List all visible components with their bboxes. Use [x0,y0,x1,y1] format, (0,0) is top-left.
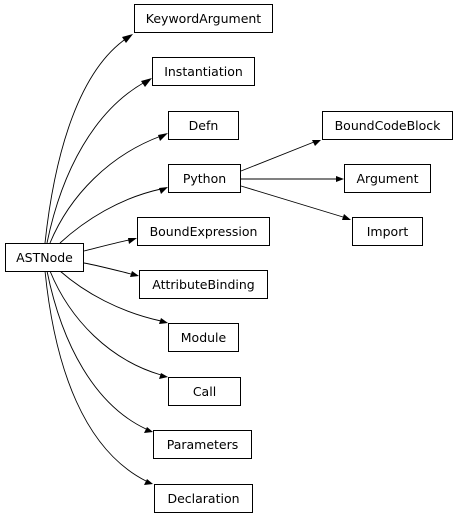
node-astnode: ASTNode [5,243,84,272]
node-label: AttributeBinding [152,277,254,292]
node-label: Python [183,171,226,186]
edge-astnode-declaration [44,270,147,482]
node-label: Module [181,330,227,345]
python-edges [240,140,351,220]
node-box [168,323,239,352]
nodes: ASTNode KeywordArgument Instantiation De… [5,4,453,513]
node-label: Declaration [167,491,239,506]
node-box [344,164,431,193]
arrow-head [159,318,168,324]
node-label: Import [367,224,409,239]
node-label: BoundExpression [150,224,258,239]
node-box [152,57,255,86]
edge-astnode-call [49,270,162,376]
arrow-head [336,176,344,182]
node-instantiation: Instantiation [152,57,255,86]
node-box [134,4,273,33]
node-label: Parameters [167,437,239,452]
node-argument: Argument [344,164,431,193]
node-import: Import [352,217,423,246]
node-attributebinding: AttributeBinding [139,270,268,299]
node-boundexpression: BoundExpression [137,217,270,246]
edge-astnode-attributebinding [83,262,132,275]
node-box [153,430,252,459]
node-defn: Defn [168,111,239,140]
node-box [139,270,268,299]
edges [44,34,168,485]
node-box [322,111,453,140]
node-module: Module [168,323,239,352]
node-box [168,111,239,140]
node-label: Instantiation [164,64,243,79]
edge-astnode-module [59,270,162,322]
node-label: ASTNode [16,250,73,265]
node-keywordargument: KeywordArgument [134,4,273,33]
node-box [352,217,423,246]
edge-astnode-instantiation [46,81,146,244]
node-declaration: Declaration [154,484,253,513]
node-label: BoundCodeBlock [335,118,442,133]
node-label: Argument [356,171,418,186]
edge-python-import [240,185,344,218]
node-box [168,377,241,406]
arrow-head [159,187,168,194]
arrow-head [130,271,139,277]
edge-astnode-parameters [46,270,147,430]
node-label: Call [193,384,216,399]
node-label: KeywordArgument [146,11,262,26]
edge-astnode-keywordargument [44,37,128,244]
edge-astnode-python [59,188,162,244]
node-box [168,164,241,193]
node-box [137,217,270,246]
node-box [154,484,253,513]
node-box [5,243,84,272]
edge-python-boundcodeblock [240,141,315,172]
node-label: Defn [189,118,219,133]
arrow-head [342,214,351,220]
arrow-head [312,140,321,146]
node-call: Call [168,377,241,406]
arrow-head [141,78,152,87]
node-boundcodeblock: BoundCodeBlock [322,111,453,140]
node-python: Python [168,164,241,193]
edge-astnode-boundexpression [83,239,130,252]
arrow-head [122,34,133,43]
arrow-head [158,133,168,141]
arrow-head [144,479,153,485]
arrow-head [128,238,137,244]
node-parameters: Parameters [153,430,252,459]
arrow-head [159,373,168,379]
arrow-head [144,427,153,433]
edge-astnode-defn [49,135,162,244]
